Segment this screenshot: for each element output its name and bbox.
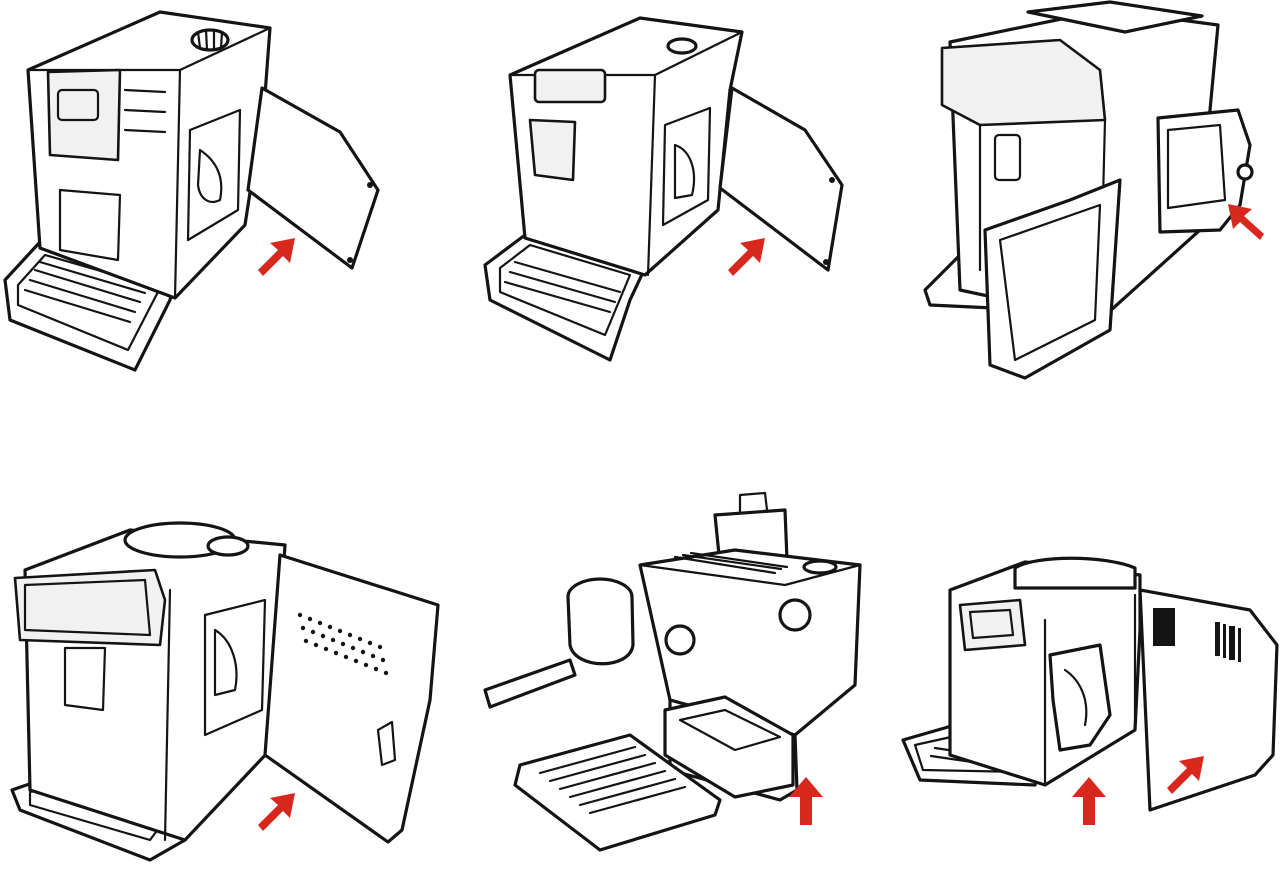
side-door	[718, 86, 844, 272]
side-door	[246, 86, 380, 270]
portafilter-handle	[483, 658, 577, 709]
panel-5-espresso-machine	[475, 485, 875, 879]
spout	[528, 118, 577, 182]
panel-3-coffee-machine	[920, 0, 1280, 400]
panel-2-coffee-machine	[470, 0, 870, 400]
red-arrow-icon	[258, 793, 295, 831]
red-arrow-icon	[258, 238, 295, 276]
red-arrow-icon	[1228, 204, 1264, 240]
drip-grate	[513, 733, 722, 852]
red-arrow-icon	[1072, 777, 1106, 825]
control-panel	[46, 68, 122, 162]
panel-6-coffee-machine	[895, 550, 1280, 879]
red-arrow-icon	[728, 238, 765, 276]
vent-holes	[297, 612, 389, 676]
panel-1-coffee-machine	[0, 0, 400, 400]
front-knob	[664, 624, 696, 656]
barcode-icon	[1215, 622, 1241, 662]
side-panel-open	[263, 553, 440, 844]
front-panel-open	[983, 178, 1122, 380]
bean-hopper	[1013, 556, 1137, 590]
front-display	[13, 568, 167, 647]
panel-4-coffee-machine	[0, 500, 460, 879]
inner-panel	[1156, 108, 1252, 234]
red-arrow-icon	[789, 777, 823, 825]
top-cover	[1026, 0, 1204, 34]
red-arrow-icon	[1167, 756, 1204, 794]
side-knob	[778, 598, 812, 632]
control-panel	[958, 598, 1027, 652]
